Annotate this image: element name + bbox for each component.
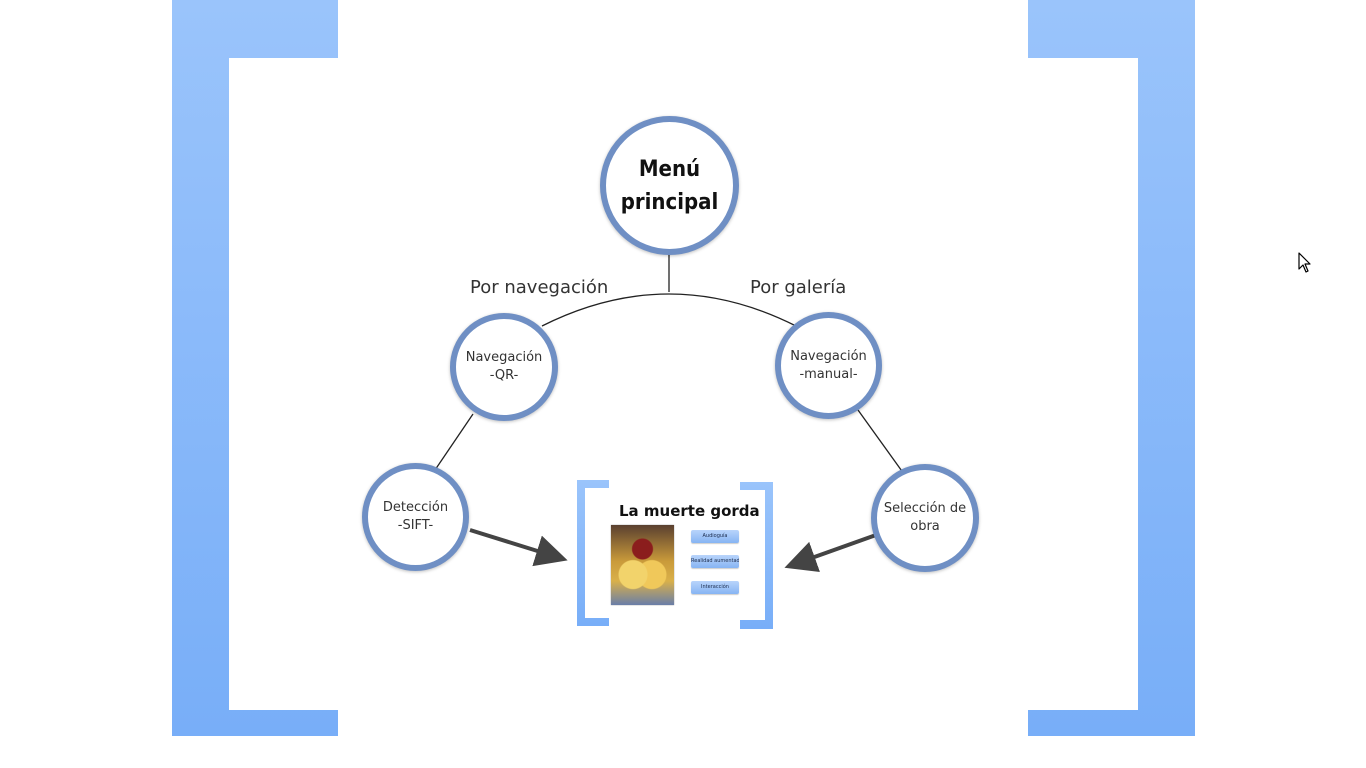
detection-line2: -SIFT- [397,518,434,533]
qr-to-detection-line [434,413,474,471]
interaction-button[interactable]: Interacción [691,581,739,594]
manual-to-selection-line [857,409,905,475]
artwork-title: La muerte gorda [619,502,760,520]
nav-manual-node[interactable]: Navegación -manual- [775,312,882,419]
detection-arrow [469,528,568,567]
detection-node[interactable]: Detección -SIFT- [362,463,469,571]
augmented-reality-button[interactable]: Realidad aumentada [691,555,739,568]
main-menu-line2: principal [620,189,719,215]
selection-arrow [784,533,877,572]
main-menu-node[interactable]: Menú principal [600,116,739,255]
detection-line1: Detección [382,500,449,515]
nav-qr-line1: Navegación [465,350,543,365]
selection-line2: obra [910,519,940,534]
branch-label-gallery: Por galería [750,277,847,298]
audioguide-button[interactable]: Audioguía [691,530,739,543]
nav-manual-line1: Navegación [790,348,867,364]
nav-qr-line2: -QR- [489,368,519,383]
nav-qr-node[interactable]: Navegación -QR- [450,313,558,421]
main-menu-line1: Menú [638,156,701,182]
selection-node[interactable]: Selección de obra [871,464,979,572]
selection-line1: Selección de [883,501,967,516]
branch-label-navigation: Por navegación [470,277,609,298]
branch-arc [541,293,797,327]
nav-manual-line2: -manual- [799,366,858,382]
artwork-painting [611,525,674,605]
mouse-pointer-icon [1298,252,1311,273]
